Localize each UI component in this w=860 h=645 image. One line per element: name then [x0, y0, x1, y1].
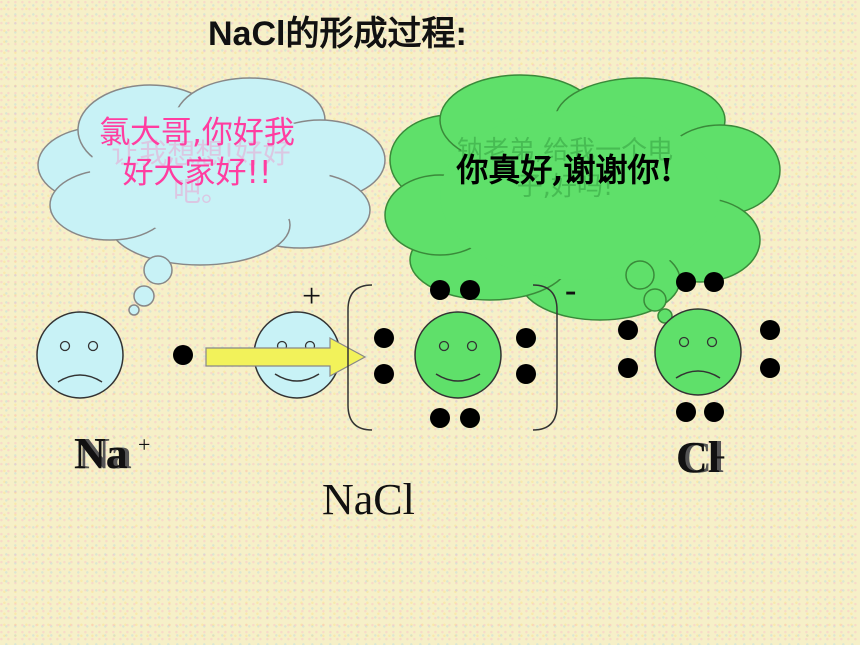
cl-symbol-shadow: Cl	[680, 433, 724, 482]
cl-charge-label: -	[716, 440, 726, 471]
cl-ion-face	[414, 311, 502, 399]
right-bracket	[532, 284, 558, 431]
right-bubble-ghost-text: 钠老弟,给我一个电子,好吗!	[456, 136, 674, 202]
left-bracket	[347, 284, 373, 431]
cl-ion-electrons	[374, 280, 536, 428]
right-bubble-text: 你真好,谢谢你!	[456, 151, 674, 189]
left-thought-cloud	[37, 77, 386, 316]
nacl-product-label: NaCl	[322, 475, 415, 524]
cl-symbol-label: Cl Cl	[676, 432, 724, 483]
left-bubble-text: 氯大哥,你好我好大家好!!	[99, 115, 295, 191]
na-atom-face	[36, 311, 124, 399]
na-symbol-shadow: Na	[78, 429, 132, 478]
plus-charge-label: +	[302, 278, 322, 315]
na-charge-label: +	[138, 432, 151, 457]
cl-symbol-text: Cl	[676, 433, 720, 482]
slide-title: NaCl的形成过程:	[208, 15, 467, 53]
na-symbol-text: Na	[74, 429, 128, 478]
cl-atom-electrons	[618, 272, 780, 422]
left-bubble-ghost-text: 让我想想!好好吧。	[111, 137, 291, 208]
na-symbol-label: Na Na	[74, 428, 132, 479]
minus-charge-label: -	[565, 272, 577, 309]
cl-atom-face	[654, 308, 742, 396]
right-thought-cloud	[384, 74, 781, 324]
transfer-electron	[173, 345, 193, 365]
